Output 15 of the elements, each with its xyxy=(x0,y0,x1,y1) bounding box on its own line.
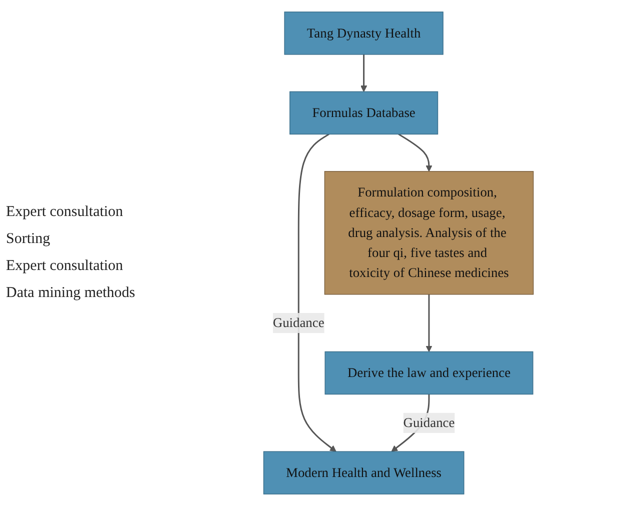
arrow xyxy=(398,134,432,172)
node-box: Formulation composition, efficacy, dosage form, usage, drug analysis. Analysis of the four qi, five tastes and toxicity of Chinese medicines xyxy=(324,171,534,295)
edge-label: Guidance xyxy=(272,315,324,330)
node-box: Modern Health and Wellness xyxy=(263,451,464,494)
note-text: Expert consultation xyxy=(6,257,124,276)
node-box: Tang Dynasty Health xyxy=(284,12,444,55)
arrow xyxy=(298,134,336,452)
note-text: Expert consultation xyxy=(6,203,124,222)
node-box: Derive the law and experience xyxy=(324,351,534,395)
arrow xyxy=(426,294,432,352)
note-text: Data mining methods xyxy=(6,284,136,303)
note-text: Sorting xyxy=(6,230,52,249)
arrow xyxy=(360,54,368,92)
edge-label: Guidance xyxy=(403,415,455,430)
node-box: Formulas Database xyxy=(289,91,438,135)
